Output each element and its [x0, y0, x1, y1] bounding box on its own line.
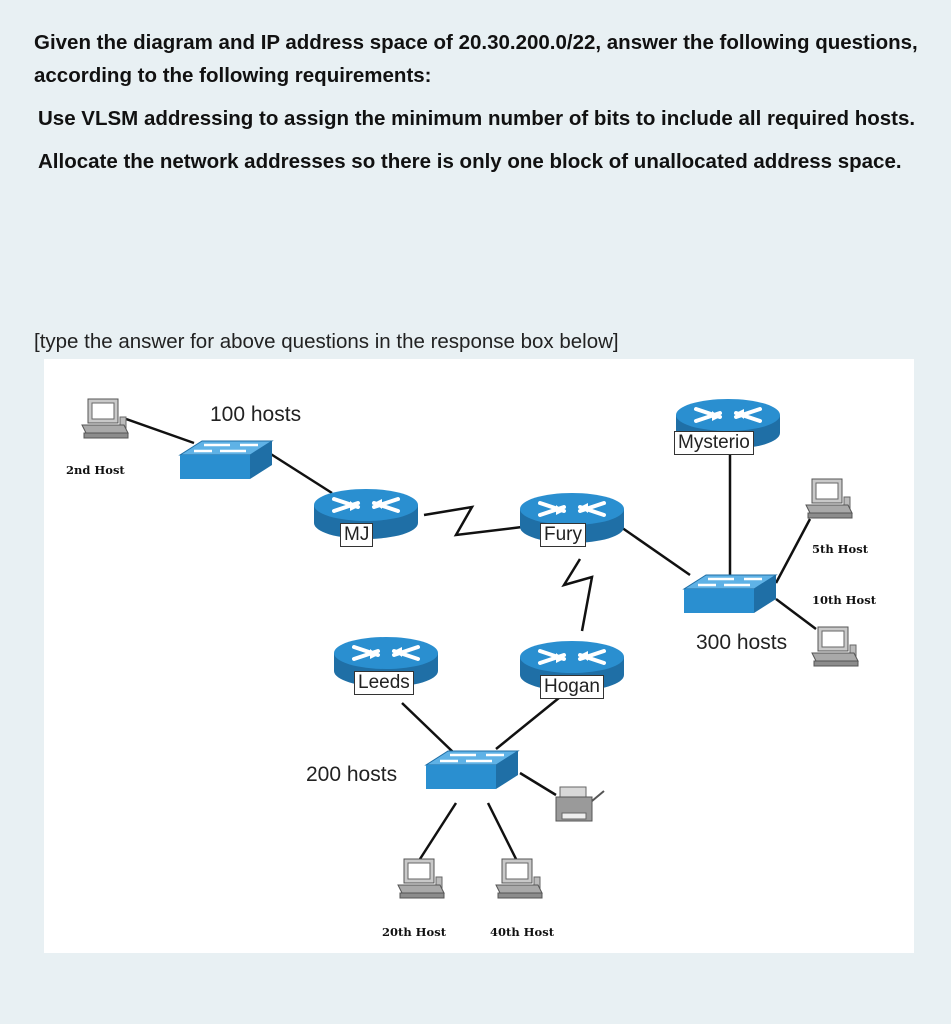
link-hogan-switch200 — [495, 688, 571, 750]
host10-computer-icon — [811, 626, 859, 667]
host20-computer-icon — [397, 858, 445, 899]
network-diagram: 100 hosts 200 hosts 300 hosts MJ Fury My… — [44, 359, 914, 953]
link-fury-switch300 — [617, 523, 691, 577]
host5-computer-icon — [805, 478, 853, 519]
requirement-allocation: Allocate the network addresses so there … — [38, 150, 902, 173]
host40-label: 40th Host — [490, 925, 555, 939]
link-switch200-host40 — [486, 802, 518, 860]
link-switch300-host10 — [775, 598, 817, 630]
question-intro: Given the diagram and IP address space o… — [34, 31, 918, 87]
router-mysterio-label: Mysterio — [674, 431, 754, 455]
link-leeds-switch200 — [401, 702, 455, 754]
router-hogan-label: Hogan — [540, 675, 604, 699]
link-switch300-host5 — [774, 518, 812, 584]
address-space: 20.30.200.0/22 — [458, 31, 596, 54]
printer-icon — [555, 786, 605, 822]
lan-300-label: 300 hosts — [696, 631, 788, 654]
answer-instruction: [type the answer for above questions in … — [34, 330, 619, 353]
link-fury-hogan-serial — [561, 558, 594, 632]
topology-drawing — [81, 397, 859, 899]
link-switch-mj — [265, 449, 333, 495]
host20-label: 20th Host — [382, 925, 447, 939]
link-host2-switch — [125, 417, 195, 445]
bottom-panel — [0, 968, 951, 1024]
host40-computer-icon — [495, 858, 543, 899]
links — [125, 417, 817, 860]
switch-200-icon — [424, 749, 520, 791]
requirement-vlsm: Use VLSM addressing to assign the minimu… — [38, 107, 916, 130]
link-mj-fury-serial — [423, 505, 523, 537]
host10-label: 10th Host — [812, 593, 877, 607]
router-fury-label: Fury — [540, 523, 586, 547]
link-switch200-printer — [519, 771, 557, 797]
host2-computer-icon — [81, 398, 129, 439]
lan-100-label: 100 hosts — [210, 403, 302, 426]
router-leeds-label: Leeds — [354, 671, 414, 695]
lan-200-label: 200 hosts — [306, 763, 398, 786]
host5-label: 5th Host — [812, 542, 869, 556]
switch-300-icon — [682, 573, 778, 615]
router-mj-label: MJ — [340, 523, 374, 547]
switch-100-icon — [178, 439, 274, 481]
question-text: Given the diagram and IP address space o… — [34, 26, 934, 178]
link-switch200-host20 — [418, 802, 458, 860]
host2-label: 2nd Host — [66, 463, 125, 477]
